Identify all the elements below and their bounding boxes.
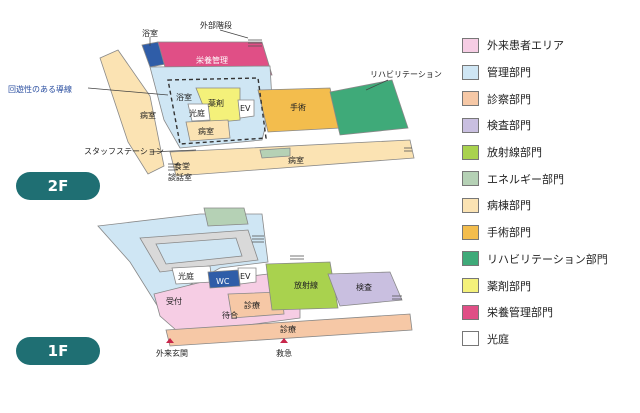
2f-courtyard xyxy=(187,103,211,122)
emergency-marker xyxy=(280,338,288,343)
2f-label-ward-left: 病室 xyxy=(140,110,156,120)
legend-swatch xyxy=(462,144,479,160)
2f-label-loop: 回遊性のある導線 xyxy=(8,84,72,94)
1f-label-exam-long: 診療 xyxy=(280,324,296,334)
1f-label-entrance: 外来玄関 xyxy=(156,348,188,358)
floor-plan-diagram: 浴室 外部階段 栄養管理 回遊性のある導線 リハビリテーション 病室 浴室 薬剤… xyxy=(8,20,442,358)
floor-badge-1f: 1F xyxy=(16,337,100,365)
1f-label-emergency: 救急 xyxy=(276,348,292,358)
2f-ev xyxy=(237,99,255,119)
2f-label-stairs: 外部階段 xyxy=(200,20,232,30)
entrance-marker xyxy=(166,338,174,343)
2f-label-nutrition: 栄養管理 xyxy=(196,55,228,65)
2f-ward-center xyxy=(185,119,231,142)
legend-label: 手術部門 xyxy=(487,226,531,240)
legend-swatch xyxy=(462,117,479,133)
legend-item: 検査部門 xyxy=(462,112,637,139)
legend-label: エネルギー部門 xyxy=(487,172,564,186)
2f-label-dining: 食堂 xyxy=(174,161,190,171)
legend-label: 検査部門 xyxy=(487,119,531,133)
legend-item: リハビリテーション部門 xyxy=(462,246,637,273)
legend-label: 外来患者エリア xyxy=(487,39,564,53)
2f-label-lounge: 談話室 xyxy=(168,172,192,182)
2f-label-ward-bottom: 病室 xyxy=(288,155,304,165)
legend-label: 栄養管理部門 xyxy=(487,306,553,320)
2f-label-bath: 浴室 xyxy=(142,28,158,38)
2f-label-bath2: 浴室 xyxy=(176,92,192,102)
legend-item: 病棟部門 xyxy=(462,192,637,219)
legend: 外来患者エリア 管理部門 診察部門 検査部門 放射線部門 エネルギー部門 病棟部… xyxy=(462,32,637,352)
1f-energy xyxy=(203,207,249,227)
legend-item: 薬剤部門 xyxy=(462,272,637,299)
floor-1f-plan xyxy=(97,207,413,347)
1f-stairs-marks xyxy=(252,235,402,300)
2f-label-staff: スタッフステーション xyxy=(84,147,164,156)
2f-energy xyxy=(259,147,291,159)
1f-wc xyxy=(207,269,241,289)
floor-2f-plan xyxy=(99,41,415,177)
legend-swatch xyxy=(462,171,479,187)
2f-leader-lines xyxy=(87,29,389,153)
legend-item: 外来患者エリア xyxy=(462,32,637,59)
1f-label-exam: 診療 xyxy=(244,300,260,310)
legend-swatch xyxy=(462,197,479,213)
1f-label-wc: WC xyxy=(216,277,230,286)
legend-label: 光庭 xyxy=(487,332,509,346)
legend-label: 診察部門 xyxy=(487,92,531,106)
2f-label-ev: EV xyxy=(240,104,251,113)
legend-label: 薬剤部門 xyxy=(487,279,531,293)
legend-swatch xyxy=(462,91,479,107)
2f-label-ward-center: 病室 xyxy=(198,126,214,136)
1f-entrance-markers xyxy=(166,338,288,343)
legend-swatch xyxy=(462,224,479,240)
legend-swatch xyxy=(462,37,479,53)
2f-label-rehab: リハビリテーション xyxy=(370,70,442,79)
1f-label-radiology: 放射線 xyxy=(294,280,318,290)
floor-badge-2f: 2F xyxy=(16,172,100,200)
1f-label-waiting: 待合 xyxy=(222,310,238,320)
legend-label: リハビリテーション部門 xyxy=(487,252,608,266)
legend-item: 手術部門 xyxy=(462,219,637,246)
1f-inner-court xyxy=(155,237,243,265)
2f-ward-bottom xyxy=(169,139,415,177)
2f-circulation-loop xyxy=(167,77,267,145)
1f-label-ev: EV xyxy=(240,272,251,281)
1f-radiology xyxy=(265,261,339,311)
legend-item: 光庭 xyxy=(462,326,637,353)
1f-label-courtyard: 光庭 xyxy=(178,271,194,281)
legend-swatch xyxy=(462,278,479,294)
1f-label-reception: 受付 xyxy=(166,296,182,306)
legend-swatch xyxy=(462,331,479,347)
legend-item: 栄養管理部門 xyxy=(462,299,637,326)
2f-label-surgery: 手術 xyxy=(290,102,306,112)
1f-exam xyxy=(227,291,285,319)
1f-labels: 光庭 EV WC 放射線 検査 受付 診療 待合 診療 外来玄関 救急 xyxy=(156,271,372,358)
legend-swatch xyxy=(462,251,479,267)
2f-label-pharmacy: 薬剤 xyxy=(208,98,224,108)
legend-item: 診察部門 xyxy=(462,85,637,112)
legend-label: 病棟部門 xyxy=(487,199,531,213)
2f-labels: 浴室 外部階段 栄養管理 回遊性のある導線 リハビリテーション 病室 浴室 薬剤… xyxy=(8,20,442,182)
legend-swatch xyxy=(462,64,479,80)
legend-swatch xyxy=(462,304,479,320)
legend-item: エネルギー部門 xyxy=(462,165,637,192)
legend-item: 放射線部門 xyxy=(462,139,637,166)
2f-label-courtyard: 光庭 xyxy=(189,108,205,118)
1f-test xyxy=(327,271,403,307)
legend-item: 管理部門 xyxy=(462,59,637,86)
1f-label-test: 検査 xyxy=(356,282,372,292)
2f-ward-left xyxy=(99,49,165,175)
legend-label: 管理部門 xyxy=(487,66,531,80)
2f-rehab xyxy=(329,79,409,136)
legend-label: 放射線部門 xyxy=(487,146,542,160)
2f-stairs-marks xyxy=(168,39,412,171)
1f-ev xyxy=(237,267,257,285)
